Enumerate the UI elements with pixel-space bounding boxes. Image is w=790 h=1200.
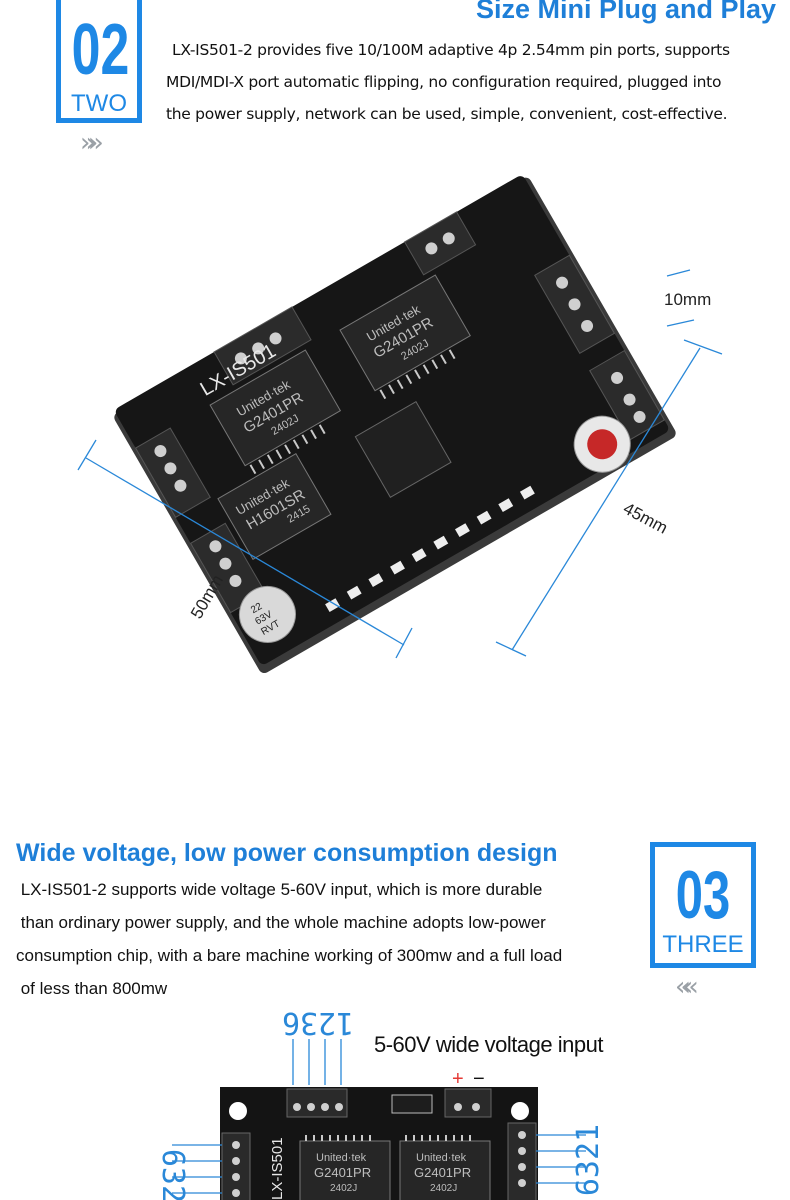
chip-code: 2402J (430, 1183, 457, 1194)
pinout-diagram: 1236 5-60V wide voltage input + − United… (155, 1005, 606, 1200)
section-number: 03 (675, 857, 731, 933)
chip-brand: United·tek (316, 1152, 367, 1164)
chevron-left-icon: «« (675, 972, 699, 1002)
pin-number-left: 6321 (155, 1149, 190, 1200)
description-line: MDI/MDI-X port automatic flipping, no co… (166, 73, 722, 91)
section-number-word: TWO (71, 90, 127, 117)
chip-brand: United·tek (416, 1152, 467, 1164)
dimension-line (395, 627, 413, 659)
dimension-line (511, 347, 701, 651)
chip-code: 2402J (330, 1183, 357, 1194)
pin-number-top: 1236 (282, 1005, 354, 1040)
section-description: LX-IS501-2 supports wide voltage 5-60V i… (16, 873, 636, 1005)
product-board-image: United·tek G2401PR 2402J United·tek G240… (77, 176, 723, 674)
minus-icon: − (473, 1068, 485, 1090)
section-title: Size Mini Plug and Play (475, 0, 776, 24)
chip-model: G2401PR (314, 1165, 371, 1180)
dimension-width-label: 45mm (620, 499, 671, 538)
chip-model: G2401PR (414, 1165, 471, 1180)
description-line: than ordinary power supply, and the whol… (16, 913, 546, 932)
description-line: consumption chip, with a bare machine wo… (16, 946, 563, 965)
dimension-line (77, 439, 97, 471)
section-number-badge: 02 TWO (56, 0, 142, 123)
board-model: LX-IS501 (269, 1137, 286, 1200)
dimension-line (683, 339, 723, 355)
description-line: of less than 800mw (16, 979, 168, 998)
dimension-line (666, 269, 691, 277)
section-description: LX-IS501-2 provides five 10/100M adaptiv… (166, 34, 786, 130)
description-line: the power supply, network can be used, s… (166, 105, 728, 123)
plus-icon: + (452, 1068, 464, 1090)
section-number-badge: 03 THREE (650, 842, 756, 968)
section-number-word: THREE (662, 931, 744, 958)
voltage-input-label: 5-60V wide voltage input (374, 1032, 603, 1057)
cap-label: 22 (249, 601, 265, 616)
section-number: 02 (71, 10, 130, 90)
description-line: LX-IS501-2 supports wide voltage 5-60V i… (16, 880, 543, 899)
dimension-line (666, 319, 695, 327)
description-line: LX-IS501-2 provides five 10/100M adaptiv… (172, 41, 730, 59)
dimension-line (495, 641, 527, 657)
dimension-line (85, 457, 405, 646)
dimension-height-label: 10mm (664, 290, 711, 309)
section-title: Wide voltage, low power consumption desi… (16, 839, 558, 867)
pin-number-right: 6321 (571, 1124, 606, 1196)
